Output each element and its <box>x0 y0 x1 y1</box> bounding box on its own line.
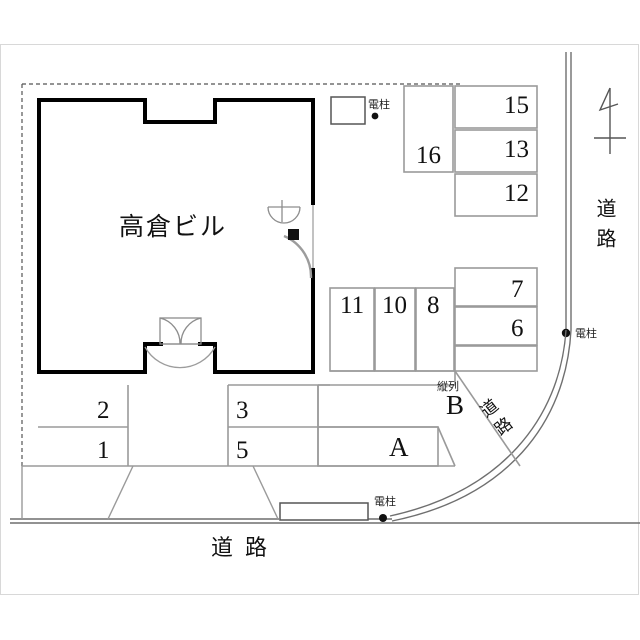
stall-7 <box>454 267 538 307</box>
stall-label-5: 5 <box>236 437 249 464</box>
stall-label-15: 15 <box>504 92 529 119</box>
stall-13 <box>454 129 538 173</box>
tandem-parking-label: 縦列 <box>437 380 459 393</box>
stall-label-7: 7 <box>511 276 524 303</box>
south-structure <box>279 502 369 521</box>
lot-diagonal-edge <box>437 370 521 467</box>
stall-label-16: 16 <box>416 142 441 169</box>
property-boundary <box>21 83 460 466</box>
stall-label-6: 6 <box>511 315 524 342</box>
stall-label-10: 10 <box>382 292 407 319</box>
stall-label-8: 8 <box>427 292 440 319</box>
stall-label-12: 12 <box>504 180 529 207</box>
north-arrow-icon <box>594 87 626 154</box>
stall-label-11: 11 <box>340 292 365 319</box>
road-label-south: 道路 <box>211 536 280 561</box>
stall-label-1: 1 <box>97 437 110 464</box>
utility-pole-label-right: 電柱 <box>575 327 597 340</box>
stall-block-south <box>22 384 455 467</box>
building-name-label: 高倉ビル <box>119 212 228 241</box>
stall-east-lower <box>454 345 538 372</box>
stall-10 <box>374 287 416 372</box>
stall-15 <box>454 85 538 129</box>
road-corner-edges <box>389 329 572 522</box>
stall-11 <box>329 287 375 372</box>
stall-6 <box>454 306 538 346</box>
road-label-east: 道路 <box>593 198 617 258</box>
building-south-entrance <box>144 317 216 369</box>
driveway-curb-cuts <box>21 465 279 520</box>
stall-label-13: 13 <box>504 136 529 163</box>
utility-pole-bottom-dot <box>379 514 387 522</box>
stall-label-2: 2 <box>97 397 110 424</box>
stall-8 <box>415 287 455 372</box>
utility-pole-top-dot <box>371 112 379 120</box>
stall-block-middle <box>329 287 455 372</box>
stall-block-east <box>454 267 538 372</box>
stall-16 <box>403 85 454 173</box>
stall-label-B: B <box>446 390 465 420</box>
stall-block-northeast <box>454 85 538 217</box>
stall-A <box>317 426 439 467</box>
utility-pole-label-bottom: 電柱 <box>374 495 396 508</box>
road-east-edges <box>565 52 572 330</box>
lot-connectors <box>228 370 455 386</box>
utility-pole-label-top: 電柱 <box>368 98 390 111</box>
stall-label-3: 3 <box>236 397 249 424</box>
stall-label-A: A <box>389 432 409 462</box>
small-structure-top <box>330 96 366 125</box>
building-outline <box>37 98 315 374</box>
east-entrance-post <box>288 229 299 240</box>
stall-12 <box>454 173 538 217</box>
